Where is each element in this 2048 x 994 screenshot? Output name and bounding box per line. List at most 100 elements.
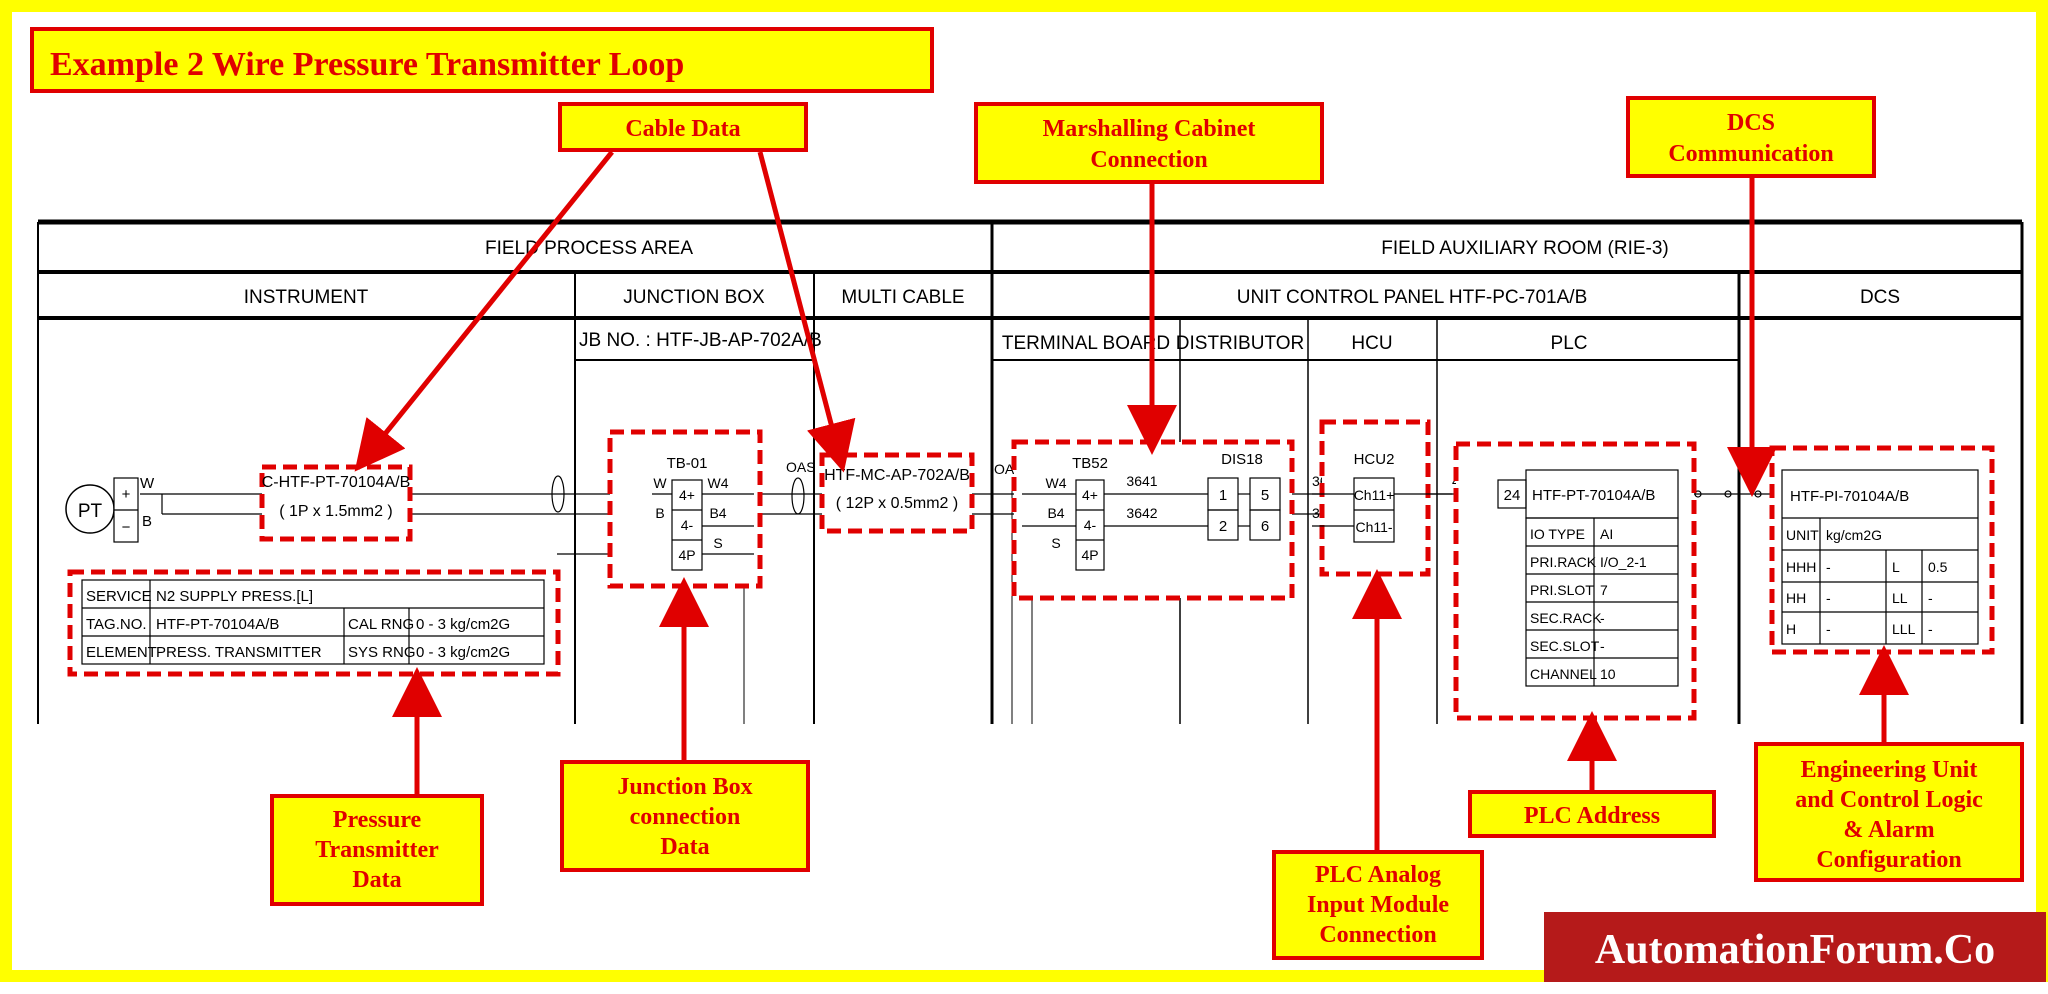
page-title: Example 2 Wire Pressure Transmitter Loop bbox=[50, 46, 684, 83]
field-cable-spec: ( 1P x 1.5mm2 ) bbox=[279, 503, 393, 520]
annotation-cable-data: Cable Data bbox=[558, 102, 808, 152]
annotation-text: Engineering Unit bbox=[1801, 757, 1978, 783]
annotation-text: DCS bbox=[1727, 110, 1775, 136]
header-field-process-area: FIELD PROCESS AREA bbox=[485, 238, 693, 259]
dcs-alarm-value: 0.5 bbox=[1928, 559, 1948, 575]
tb52-w4: W4 bbox=[1046, 475, 1067, 491]
annotation-text: connection bbox=[630, 804, 741, 830]
multi-cable-tag: HTF-MC-AP-702A/B bbox=[824, 467, 970, 484]
tag-label: TAG.NO. bbox=[86, 616, 147, 633]
dcs-alarm-label: H bbox=[1786, 621, 1796, 637]
header-unit-control-panel: UNIT CONTROL PANEL HTF-PC-701A/B bbox=[1237, 287, 1588, 308]
annotation-text: Marshalling Cabinet bbox=[1043, 116, 1256, 142]
tb52-name: TB52 bbox=[1072, 455, 1108, 472]
annotation-text: Junction Box bbox=[617, 774, 752, 800]
annotation-text: Configuration bbox=[1816, 847, 1961, 873]
annotation-eng-unit: Engineering Unit and Control Logic & Ala… bbox=[1754, 742, 2024, 882]
header-junction-box: JUNCTION BOX bbox=[623, 287, 765, 308]
watermark-text: AutomationForum.Co bbox=[1595, 927, 1995, 973]
annotation-plc-address: PLC Address bbox=[1468, 790, 1716, 838]
instrument-data-table: SERVICE N2 SUPPLY PRESS.[L] TAG.NO. HTF-… bbox=[67, 569, 561, 677]
plc-row-label: SEC.SLOT bbox=[1530, 638, 1600, 654]
annotation-text: Data bbox=[660, 834, 709, 860]
hcu-name: HCU2 bbox=[1354, 451, 1395, 468]
plc-address-table: 24 HTF-PT-70104A/B IO TYPE AI PRI.RACK I… bbox=[1453, 441, 1697, 721]
jb-w4: W4 bbox=[708, 475, 729, 491]
plc-row-value: I/O_2-1 bbox=[1600, 554, 1647, 570]
header-distributor: DISTRIBUTOR bbox=[1176, 333, 1304, 354]
field-cable-tag: C-HTF-PT-70104A/B bbox=[262, 474, 410, 491]
tb52-s: S bbox=[1051, 535, 1060, 551]
dcs-alarm-value: - bbox=[1928, 621, 1933, 637]
dcs-config-table: HTF-PI-70104A/B UNIT kg/cm2G HHH - L 0.5… bbox=[1769, 445, 1995, 655]
dcs-alarm-value: - bbox=[1826, 590, 1831, 606]
sys-rng-label: SYS RNG bbox=[348, 644, 416, 661]
header-terminal-board: TERMINAL BOARD bbox=[1002, 333, 1170, 354]
plc-row-value: - bbox=[1600, 610, 1605, 626]
jb-number: JB NO. : HTF-JB-AP-702A/B bbox=[579, 330, 822, 351]
service-label: SERVICE bbox=[86, 588, 152, 605]
header-field-aux-room: FIELD AUXILIARY ROOM (RIE-3) bbox=[1381, 238, 1669, 259]
dcs-alarm-label: L bbox=[1892, 559, 1900, 575]
element-value: PRESS. TRANSMITTER bbox=[156, 644, 322, 661]
jb-tb-name: TB-01 bbox=[667, 455, 708, 472]
plc-row-label: PRI.RACK bbox=[1530, 554, 1597, 570]
annotation-text: and Control Logic bbox=[1795, 787, 1983, 813]
annotation-text: Data bbox=[352, 867, 401, 893]
pressure-transmitter: PT + − W B bbox=[65, 475, 155, 543]
jb-s: S bbox=[713, 535, 722, 551]
annotation-pt-data: Pressure Transmitter Data bbox=[270, 794, 484, 906]
annotation-marshalling: Marshalling Cabinet Connection bbox=[974, 102, 1324, 184]
annotation-text: Transmitter bbox=[315, 837, 439, 863]
dis-term-1: 1 bbox=[1219, 487, 1227, 504]
hcu-module: HCU2 Ch11+ Ch11- 4121 bbox=[1312, 419, 1483, 577]
annotation-text: PLC Analog bbox=[1315, 862, 1441, 888]
header-labels: FIELD PROCESS AREA FIELD AUXILIARY ROOM … bbox=[244, 238, 1900, 354]
plc-row-value: - bbox=[1600, 638, 1605, 654]
jb-term-3: 4P bbox=[678, 547, 695, 563]
plc-row-label: CHANNEL bbox=[1530, 666, 1597, 682]
annotation-text: Connection bbox=[1090, 147, 1207, 173]
dis-term-2: 2 bbox=[1219, 518, 1227, 535]
dcs-alarm-value: - bbox=[1826, 559, 1831, 575]
element-label: ELEMENT bbox=[86, 644, 157, 661]
annotation-text: PLC Address bbox=[1524, 803, 1660, 829]
jb-oas: OAS bbox=[786, 459, 816, 475]
tb52-term-1: 4+ bbox=[1082, 487, 1098, 503]
dcs-unit-label: UNIT bbox=[1786, 527, 1819, 543]
service-value: N2 SUPPLY PRESS.[L] bbox=[156, 588, 313, 605]
dcs-alarm-value: - bbox=[1826, 621, 1831, 637]
dcs-alarm-value: - bbox=[1928, 590, 1933, 606]
jb-term-1: 4+ bbox=[679, 487, 695, 503]
junction-box-terminal: TB-01 W W4 B B4 S 4+ 4- 4P OAS bbox=[607, 429, 816, 589]
multi-cable-spec: ( 12P x 0.5mm2 ) bbox=[836, 495, 958, 512]
dcs-tag: HTF-PI-70104A/B bbox=[1790, 488, 1909, 505]
annotation-jb-data: Junction Box connection Data bbox=[560, 760, 810, 872]
dis-name: DIS18 bbox=[1221, 451, 1263, 468]
dcs-alarm-label: LLL bbox=[1892, 621, 1916, 637]
dcs-alarm-label: LL bbox=[1892, 590, 1908, 606]
pt-wire-w: W bbox=[140, 475, 155, 492]
cal-rng-label: CAL RNG bbox=[348, 616, 414, 633]
hcu-ch-minus: Ch11- bbox=[1355, 519, 1392, 535]
multi-oa: OA bbox=[994, 461, 1015, 477]
plc-tag: HTF-PT-70104A/B bbox=[1532, 487, 1655, 504]
tb52-wire-1: 3641 bbox=[1126, 473, 1157, 489]
dis-term-6: 6 bbox=[1261, 518, 1269, 535]
cal-rng-value: 0 - 3 kg/cm2G bbox=[416, 616, 510, 633]
plc-row-label: IO TYPE bbox=[1530, 526, 1585, 542]
multi-cable: HTF-MC-AP-702A/B ( 12P x 0.5mm2 ) OA bbox=[819, 452, 1015, 534]
annotation-text: & Alarm bbox=[1843, 817, 1934, 843]
pt-minus: − bbox=[122, 519, 131, 536]
dcs-unit-value: kg/cm2G bbox=[1826, 527, 1882, 543]
field-cable: C-HTF-PT-70104A/B ( 1P x 1.5mm2 ) bbox=[259, 464, 413, 542]
header-plc: PLC bbox=[1551, 333, 1588, 354]
plc-channel-num: 24 bbox=[1504, 487, 1521, 504]
annotation-text: Communication bbox=[1668, 141, 1833, 167]
watermark-banner: AutomationForum.Co bbox=[1544, 912, 2046, 982]
marshalling-terminal: TB52 W4 B4 S 4+ 4- 4P 3641 3642 DIS18 1 … bbox=[1011, 439, 1343, 601]
annotation-plc-analog: PLC Analog Input Module Connection bbox=[1272, 850, 1484, 960]
plc-row-label: SEC.RACK bbox=[1530, 610, 1602, 626]
callout-arrows bbox=[354, 150, 1909, 850]
hcu-ch-plus: Ch11+ bbox=[1354, 487, 1395, 503]
